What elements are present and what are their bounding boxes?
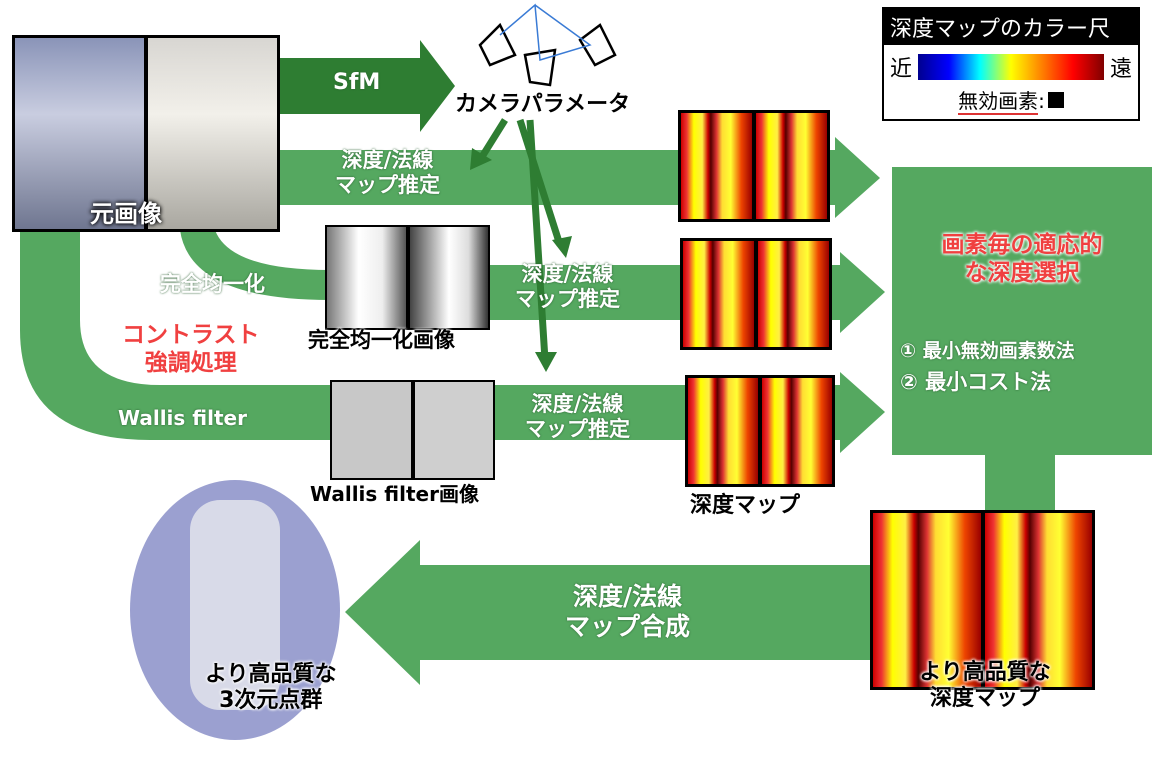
camera-arrows bbox=[477, 118, 564, 361]
estimate-2-line2: マップ推定 bbox=[515, 287, 620, 312]
band-wallis bbox=[20, 230, 340, 440]
merge-line2: マップ合成 bbox=[565, 612, 691, 641]
estimate-1-line2: マップ推定 bbox=[335, 173, 440, 198]
selection-title-line1: 画素毎の適応的 bbox=[941, 232, 1103, 258]
contrast-line1: コントラスト bbox=[122, 322, 260, 348]
better-depth-line1: より高品質な bbox=[919, 660, 1051, 685]
method-1: ① 最小無効画素数法 bbox=[900, 340, 1075, 362]
better-depth-line2: 深度マップ bbox=[929, 686, 1040, 712]
estimate-label-3: 深度/法線マップ推定 bbox=[525, 392, 630, 442]
estimate-3-line2: マップ推定 bbox=[525, 417, 630, 442]
equalize-label: 完全均一化 bbox=[160, 272, 265, 296]
arrow-sfm bbox=[280, 40, 455, 132]
selection-title-line2: な深度選択 bbox=[964, 259, 1080, 286]
connector bbox=[985, 455, 1055, 515]
selection-title: 画素毎の適応的な深度選択 bbox=[892, 232, 1152, 287]
depth-map-3 bbox=[685, 375, 835, 487]
camera-label: カメラパラメータ bbox=[455, 92, 631, 117]
contrast-line2: 強調処理 bbox=[144, 349, 237, 376]
color-scale-legend: 深度マップのカラー尺 近 遠 無効画素: bbox=[882, 7, 1140, 121]
estimate-2-line1: 深度/法線 bbox=[521, 262, 614, 286]
selection-box bbox=[892, 167, 1152, 455]
better-depth-label: より高品質な深度マップ bbox=[890, 660, 1080, 713]
equalized-image-label: 完全均一化画像 bbox=[308, 328, 455, 352]
legend-near: 近 bbox=[890, 57, 913, 82]
estimate-3-line1: 深度/法線 bbox=[531, 392, 624, 416]
invalid-swatch bbox=[1047, 92, 1064, 108]
equalized-image bbox=[325, 225, 490, 330]
legend-far: 遠 bbox=[1109, 57, 1132, 82]
source-label: 元画像 bbox=[90, 200, 162, 228]
method-2: ② 最小コスト法 bbox=[900, 370, 1052, 394]
band-equalize bbox=[180, 230, 330, 300]
depth-map-label: 深度マップ bbox=[690, 493, 801, 518]
merge-line1: 深度/法線 bbox=[572, 582, 683, 611]
legend-invalid-label: 無効画素 bbox=[958, 89, 1039, 115]
wallis-image bbox=[330, 380, 495, 480]
estimate-1-line1: 深度/法線 bbox=[341, 148, 434, 172]
camera-icon bbox=[478, 22, 617, 87]
contrast-label: コントラスト強調処理 bbox=[122, 322, 260, 377]
estimate-label-2: 深度/法線マップ推定 bbox=[515, 262, 620, 312]
sfm-label: SfM bbox=[333, 70, 381, 95]
source-image bbox=[12, 35, 280, 232]
depth-map-1 bbox=[678, 110, 830, 222]
legend-gradient bbox=[918, 54, 1104, 80]
merge-label: 深度/法線マップ合成 bbox=[565, 582, 690, 642]
better-cloud-line1: より高品質な bbox=[205, 662, 337, 687]
estimate-label-1: 深度/法線マップ推定 bbox=[335, 148, 440, 198]
better-depth-map bbox=[870, 510, 1095, 690]
legend-sep: : bbox=[1038, 89, 1045, 113]
wallis-label: Wallis filter bbox=[118, 406, 247, 430]
depth-map-2 bbox=[680, 238, 832, 350]
wallis-image-label: Wallis filter画像 bbox=[310, 482, 479, 506]
better-cloud-line2: 3次元点群 bbox=[219, 688, 323, 714]
legend-title: 深度マップのカラー尺 bbox=[884, 9, 1138, 45]
arrow-merge bbox=[345, 540, 870, 685]
